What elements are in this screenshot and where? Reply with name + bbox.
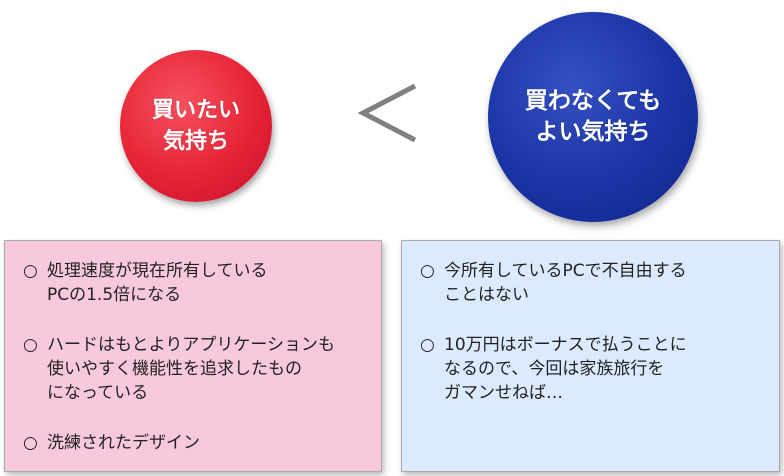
list-item-text: ハードはもとよりアプリケーションも 使いやすく機能性を追求したもの になっている bbox=[47, 335, 335, 403]
circle-bullet-icon: ○ bbox=[420, 261, 435, 281]
list-item-text: 処理速度が現在所有している PCの1.5倍になる bbox=[47, 261, 268, 305]
list-item: ○ ハードはもとよりアプリケーションも 使いやすく機能性を追求したもの になって… bbox=[23, 333, 367, 405]
list-item-text: 今所有しているPCで不自由する ことはない bbox=[444, 261, 687, 305]
not-buy-reasons-list: ○ 今所有しているPCで不自由する ことはない ○ 10万円はボーナスで払うこと… bbox=[420, 259, 765, 405]
want-to-buy-circle: 買いたい 気持ち bbox=[120, 50, 272, 202]
not-buy-reasons-panel: ○ 今所有しているPCで不自由する ことはない ○ 10万円はボーナスで払うこと… bbox=[401, 240, 780, 472]
list-item: ○ 10万円はボーナスで払うことに なるので、今回は家族旅行を ガマンせねば… bbox=[420, 333, 765, 405]
list-item-text: 10万円はボーナスで払うことに なるので、今回は家族旅行を ガマンせねば… bbox=[444, 335, 687, 403]
list-item: ○ 処理速度が現在所有している PCの1.5倍になる bbox=[23, 259, 367, 307]
buy-reasons-list: ○ 処理速度が現在所有している PCの1.5倍になる ○ ハードはもとよりアプリ… bbox=[23, 259, 367, 455]
circle-bullet-icon: ○ bbox=[23, 433, 38, 453]
want-to-buy-label: 買いたい 気持ち bbox=[151, 98, 240, 154]
list-item: ○ 今所有しているPCで不自由する ことはない bbox=[420, 259, 765, 307]
no-need-to-buy-label: 買わなくても よい気持ち bbox=[524, 88, 662, 145]
circle-bullet-icon: ○ bbox=[420, 335, 435, 355]
list-item-text: 洗練されたデザイン bbox=[47, 433, 200, 453]
list-item: ○ 洗練されたデザイン bbox=[23, 431, 367, 455]
circle-bullet-icon: ○ bbox=[23, 261, 38, 281]
buy-reasons-panel: ○ 処理速度が現在所有している PCの1.5倍になる ○ ハードはもとよりアプリ… bbox=[4, 240, 382, 472]
circle-bullet-icon: ○ bbox=[23, 335, 38, 355]
less-than-icon bbox=[357, 83, 417, 143]
no-need-to-buy-circle: 買わなくても よい気持ち bbox=[488, 12, 698, 222]
